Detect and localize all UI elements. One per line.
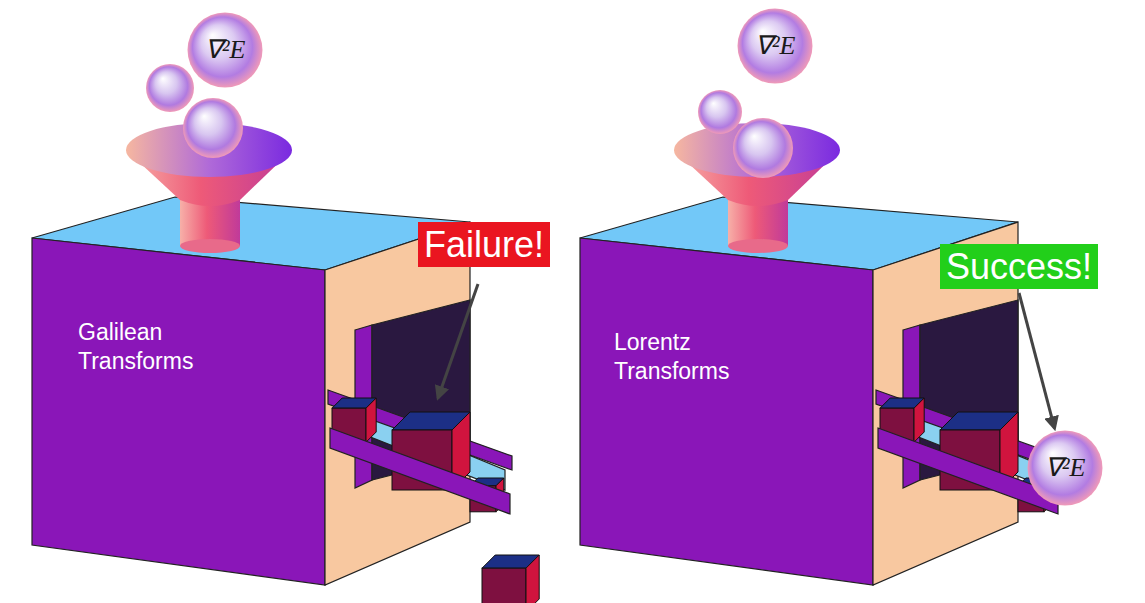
- small-sphere: [146, 64, 194, 112]
- box-side: [325, 222, 470, 585]
- small-sphere: [698, 90, 742, 134]
- equation-text: ∇²E: [205, 34, 246, 67]
- cube-side: [526, 555, 539, 603]
- status-text: Failure!: [424, 222, 544, 267]
- cube-side: [914, 398, 924, 442]
- arrow-connector: [1019, 293, 1055, 428]
- machine-name: Galilean Transforms: [78, 318, 228, 376]
- sphere: [733, 118, 793, 178]
- box-front: [580, 238, 873, 585]
- equation-text: ∇²E: [755, 30, 796, 63]
- machine-name: Lorentz Transforms: [614, 328, 764, 386]
- cube-side: [366, 398, 376, 442]
- status-tag: Failure!: [418, 222, 550, 267]
- status-text: Success!: [946, 244, 1092, 289]
- machine-label: Galilean Transforms: [78, 318, 228, 376]
- sphere: [183, 98, 243, 158]
- box-front: [32, 238, 325, 585]
- galilean-machine: [32, 123, 539, 603]
- leader-arrow: [438, 284, 478, 398]
- funnel-base: [180, 239, 240, 253]
- chute-front-wall: [330, 428, 510, 514]
- status-tag: Success!: [940, 244, 1098, 289]
- funnel-base: [728, 239, 788, 253]
- cube-front: [482, 568, 526, 603]
- equation-sphere: ∇²E: [187, 12, 263, 88]
- equation-sphere: ∇²E: [1027, 430, 1103, 506]
- equation-text: ∇²E: [1045, 452, 1086, 485]
- equation-sphere: ∇²E: [737, 8, 813, 84]
- machine-label: Lorentz Transforms: [614, 328, 764, 386]
- lorentz-machine: [580, 123, 1060, 585]
